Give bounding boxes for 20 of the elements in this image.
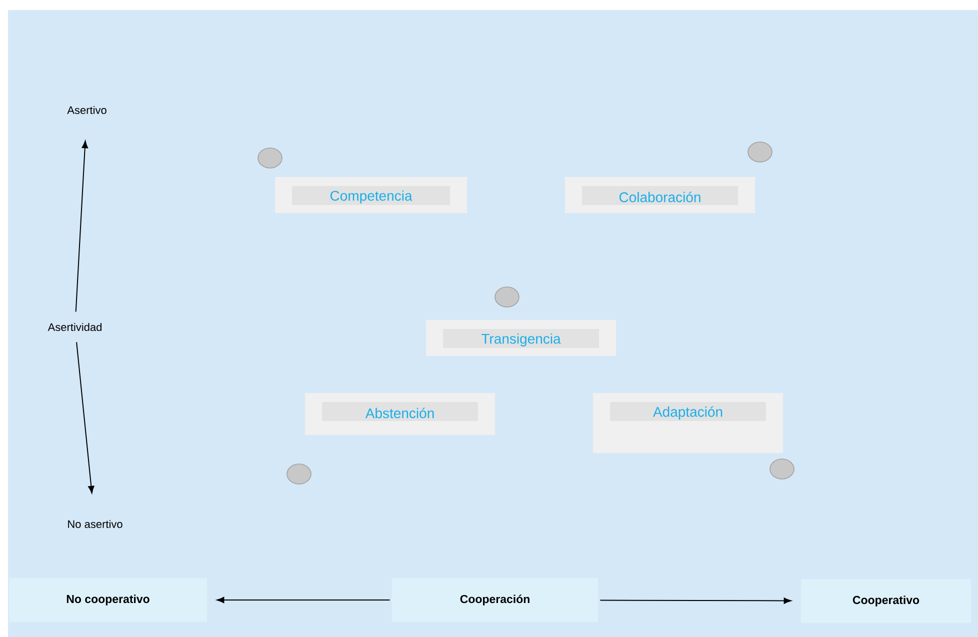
- arrow: [216, 596, 390, 604]
- axis-label: Asertivo: [67, 106, 106, 114]
- axis-label: No asertivo: [68, 520, 122, 528]
- arrow: [600, 598, 792, 604]
- axis-box: Cooperación: [392, 578, 598, 622]
- arrow: [76, 342, 94, 494]
- axis-box: No cooperativo: [9, 578, 207, 622]
- dot-marker: [494, 286, 520, 308]
- style-box: Abstención: [305, 393, 495, 435]
- axis-box: Cooperativo: [801, 579, 971, 623]
- style-box: Adaptación: [593, 393, 783, 453]
- axis-label: Asertividad: [48, 322, 102, 332]
- style-box: Colaboración: [565, 177, 755, 213]
- arrow: [75, 140, 88, 312]
- style-box: Competencia: [275, 177, 467, 213]
- style-box: Transigencia: [426, 320, 616, 356]
- dot-marker: [258, 148, 282, 168]
- dot-marker: [748, 142, 772, 162]
- dot-marker: [286, 464, 312, 484]
- dot-marker: [770, 458, 794, 480]
